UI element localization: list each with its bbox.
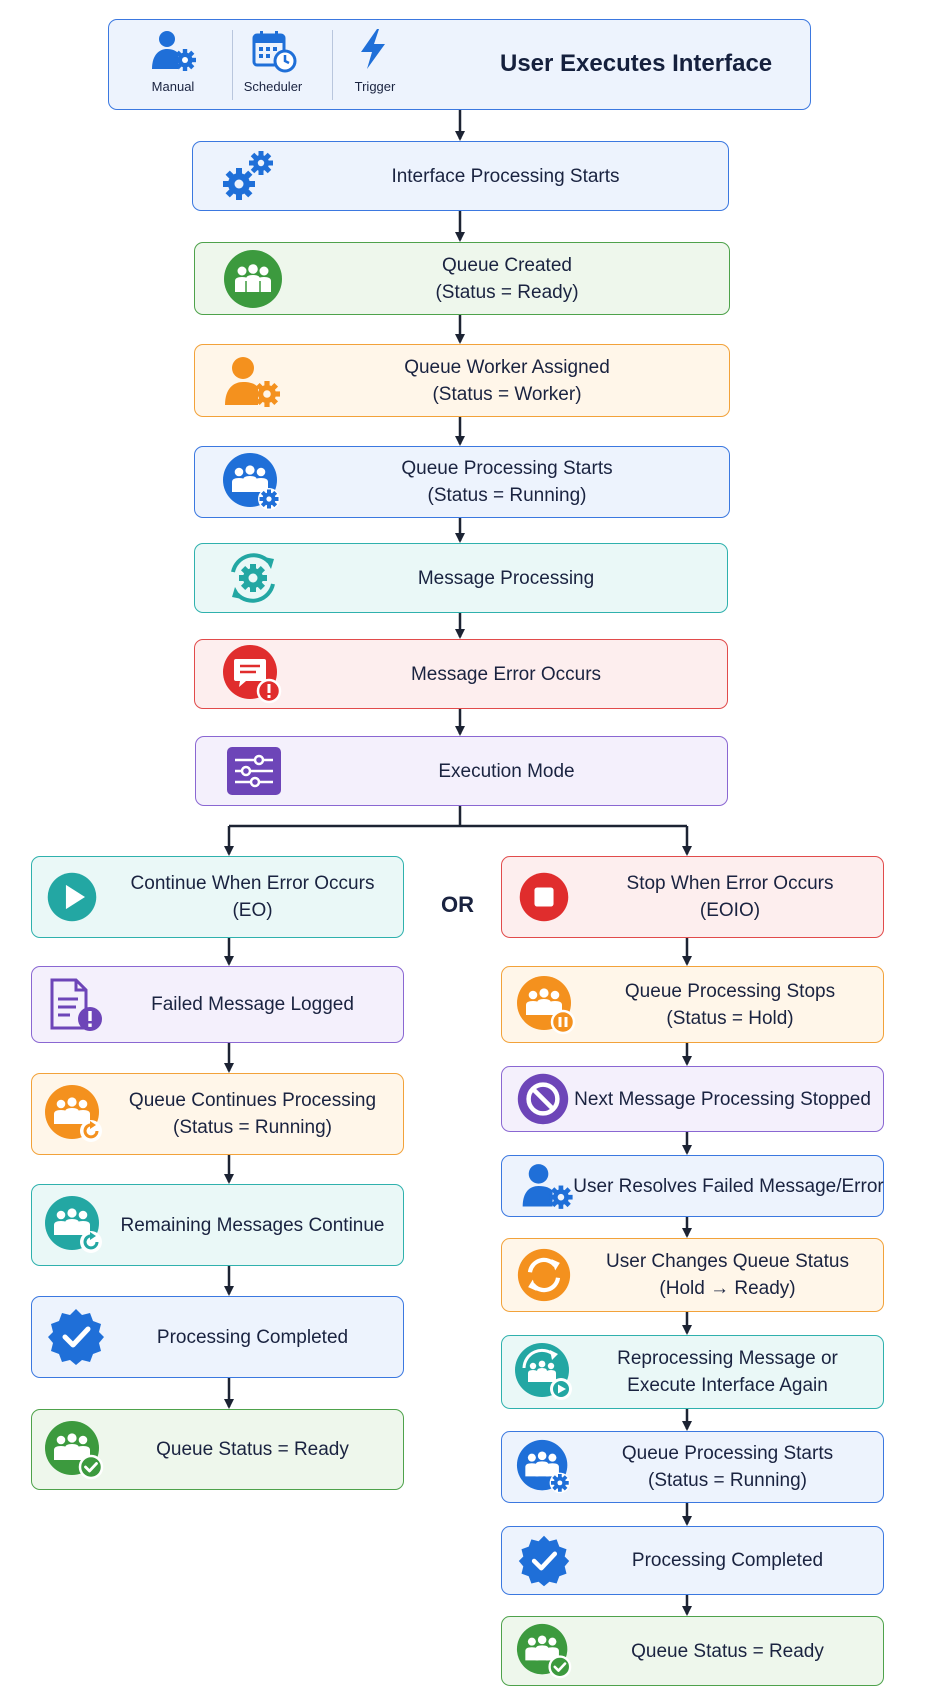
group-check-icon [44,1420,104,1480]
step-label: User Resolves Failed Message/Error [573,1175,884,1197]
step-label: Queue Processing Starts (Status = Runnin… [401,458,613,506]
right-processing-completed: Processing Completed [501,1526,884,1595]
or-label: OR [441,892,474,917]
step-label: User Changes Queue Status (Hold → Ready) [606,1251,849,1299]
play-icon [46,871,98,923]
step-label: Message Processing [417,567,595,589]
right-user-resolves-error: User Resolves Failed Message/Error [501,1155,884,1217]
right-next-message-stopped: Next Message Processing Stopped [501,1066,884,1132]
step-label: Failed Message Logged [151,994,354,1015]
right-reprocessing-message: Reprocessing Message or Execute Interfac… [501,1335,884,1409]
step-label: Queue Worker Assigned (Status = Worker) [404,356,610,405]
group-refresh-icon [44,1195,104,1255]
group-gear-icon [222,452,282,512]
step-message-processing: Message Processing [194,543,728,613]
sliders-icon [224,741,284,801]
right-stop-when-error: Stop When Error Occurs (EOIO) [501,856,884,938]
step-label: Continue When Error Occurs (EO) [130,873,375,921]
step-label: Next Message Processing Stopped [574,1088,871,1110]
group-icon [223,249,283,309]
calendar-clock-icon [249,29,297,73]
step-label: Processing Completed [631,1550,824,1571]
group-refresh-icon [44,1084,104,1144]
step-queue-created: Queue Created (Status = Ready) [194,242,730,315]
header-title: User Executes Interface [500,50,773,77]
header-box: Manual Scheduler Trigger User Executes I… [108,19,811,110]
step-label: Queue Created (Status = Ready) [435,254,579,303]
left-processing-completed: Processing Completed [31,1296,404,1378]
check-badge-icon [517,1534,571,1588]
step-execution-mode: Execution Mode [195,736,728,806]
prohibited-icon [516,1072,570,1126]
right-user-changes-status: User Changes Queue Status (Hold → Ready) [501,1238,884,1312]
left-remaining-messages-continue: Remaining Messages Continue [31,1184,404,1266]
step-label: Queue Processing Stops (Status = Hold) [624,980,836,1029]
step-label: Reprocessing Message or Execute Interfac… [617,1348,838,1396]
step-queue-processing-starts: Queue Processing Starts (Status = Runnin… [194,446,730,518]
step-label: Remaining Messages Continue [120,1214,385,1236]
divider [232,30,233,100]
step-queue-worker-assigned: Queue Worker Assigned (Status = Worker) [194,344,730,417]
step-label: Message Error Occurs [410,663,602,685]
refresh-icon [516,1247,572,1303]
message-alert-icon [222,644,282,704]
gears-icon [217,146,277,206]
step-interface-processing-starts: Interface Processing Starts [192,141,729,211]
document-alert-icon [46,975,106,1035]
left-queue-continues-processing: Queue Continues Processing (Status = Run… [31,1073,404,1155]
branch-connector [229,806,687,828]
user-gear-icon [149,29,197,73]
source-scheduler-label: Scheduler [243,79,303,94]
left-queue-status-ready: Queue Status = Ready [31,1409,404,1490]
user-gear-icon [221,351,281,411]
source-trigger-label: Trigger [354,79,396,94]
group-pause-icon [516,975,576,1035]
stop-icon [518,871,570,923]
right-queue-processing-stops: Queue Processing Stops (Status = Hold) [501,966,884,1043]
divider [332,30,333,100]
step-label: Queue Processing Starts (Status = Runnin… [621,1443,834,1491]
right-queue-status-ready: Queue Status = Ready [501,1616,884,1686]
left-continue-when-error: Continue When Error Occurs (EO) [31,856,404,938]
lightning-icon [351,27,399,71]
user-gear-icon [518,1158,574,1214]
step-label: Processing Completed [156,1326,349,1348]
gear-cycle-icon [223,548,283,608]
group-gear-icon [516,1439,572,1495]
right-queue-processing-starts: Queue Processing Starts (Status = Runnin… [501,1431,884,1503]
step-message-error-occurs: Message Error Occurs [194,639,728,709]
source-manual-label: Manual [151,79,195,94]
step-label: Queue Status = Ready [156,1439,349,1460]
left-failed-message-logged: Failed Message Logged [31,966,404,1043]
step-label: Queue Continues Processing (Status = Run… [128,1090,377,1138]
cycle-play-icon [514,1342,574,1402]
step-label: Interface Processing Starts [391,165,620,187]
group-check-icon [516,1623,572,1679]
step-label: Execution Mode [438,760,575,782]
step-label: Queue Status = Ready [631,1640,824,1662]
check-badge-icon [46,1307,106,1367]
step-label: Stop When Error Occurs (EOIO) [626,873,834,921]
